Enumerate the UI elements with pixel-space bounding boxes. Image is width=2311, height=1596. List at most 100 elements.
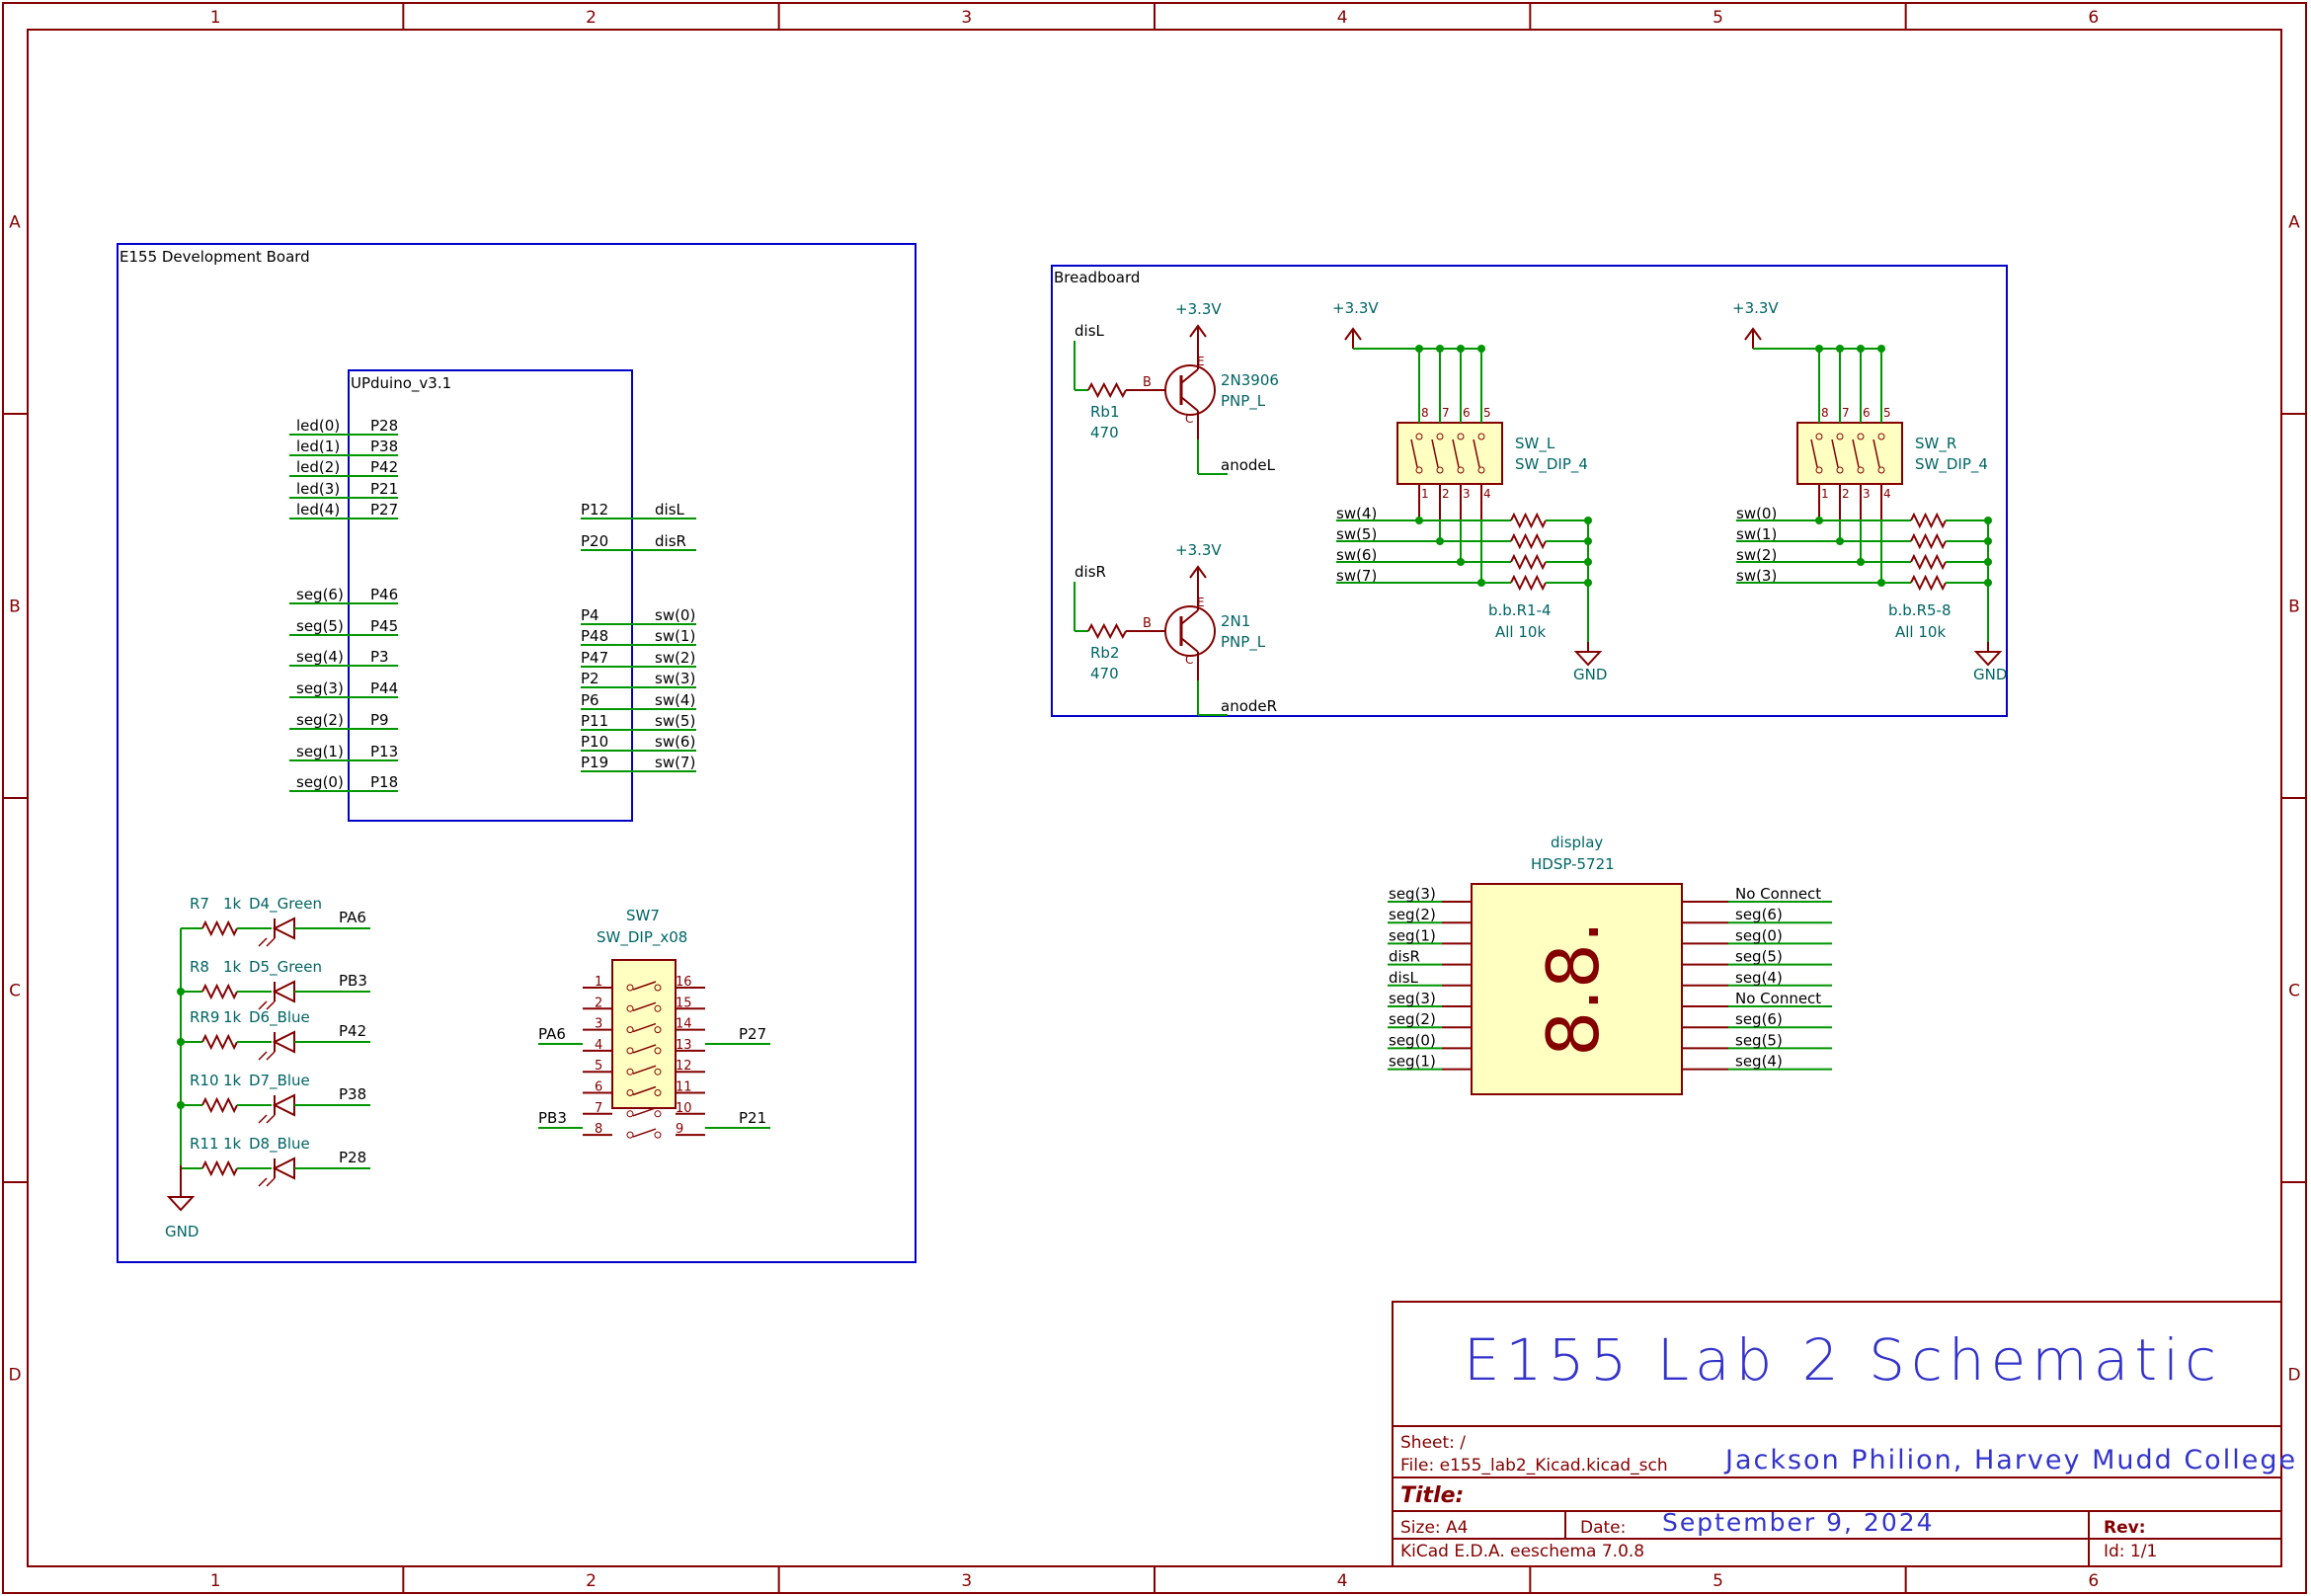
display-left-net: seg(0) (1389, 1031, 1436, 1049)
sw-top-pin-number: 5 (1883, 406, 1891, 420)
upduino-left-net: seg(6) (296, 586, 344, 603)
junction-dot (1457, 558, 1465, 566)
sw-net-label: sw(0) (1736, 505, 1777, 522)
sw7-contact (626, 1047, 634, 1055)
display-body (1471, 883, 1683, 1095)
sw-top-pin-number: 6 (1463, 406, 1471, 420)
sw7-left-pin-number: 2 (595, 996, 602, 1010)
display-left-net: disR (1389, 948, 1420, 966)
sw7-lever (632, 1001, 657, 1012)
sw-lever (1873, 439, 1880, 468)
sw7-contact (654, 1047, 662, 1055)
transistor-name: 2N1 (1221, 612, 1250, 630)
sw7-lever (632, 981, 657, 991)
upduino-left-pins: led(0)P28led(1)P38led(2)P42led(3)P21led(… (289, 417, 398, 792)
base-resistor-ref: Rb2 (1090, 644, 1120, 662)
led-emission-arrow (266, 937, 276, 947)
upduino-left-net: seg(0) (296, 773, 344, 791)
upduino-left-pin: P28 (370, 417, 398, 435)
pulldown-resistor-symbol (1510, 553, 1547, 571)
sw7-right-pin-number: 16 (676, 975, 692, 990)
sw-ref: SW_R (1915, 435, 1956, 453)
display-left-net: seg(2) (1389, 1010, 1436, 1028)
frame-row-label-left: B (9, 598, 21, 617)
upduino-left-pin: P45 (370, 617, 398, 635)
sw7-left-pin-number: 5 (595, 1059, 602, 1074)
sw-contact (1836, 433, 1844, 440)
date-label: Date: (1580, 1518, 1626, 1538)
junction-dot (1477, 345, 1485, 353)
pulldown-resistor-symbol (1910, 532, 1947, 550)
display-right-net: seg(4) (1735, 1053, 1783, 1071)
sw-lever (1452, 439, 1460, 468)
upduino-left-net: seg(2) (296, 711, 344, 729)
sw7-left-pin-number: 3 (595, 1017, 602, 1032)
sw-ref: SW_L (1515, 435, 1555, 453)
led-net-label: PB3 (339, 972, 367, 990)
upduino-left-net: led(1) (296, 438, 340, 455)
frame-col-label-top: 4 (1337, 8, 1348, 28)
power-label: +3.3V (1175, 300, 1222, 318)
upduino-left-pin: P21 (370, 480, 398, 498)
sw-net-label: sw(6) (1336, 546, 1377, 564)
frame-row-label-right: D (2287, 1366, 2300, 1386)
upduino-right-net: sw(4) (655, 691, 695, 709)
upduino-left-net: seg(4) (296, 648, 344, 666)
display-right-net: No Connect (1735, 990, 1821, 1007)
sw-bottom-pin-number: 4 (1483, 487, 1491, 501)
upduino-left-net: led(0) (296, 417, 340, 435)
led-emission-arrow (258, 1000, 268, 1010)
upduino-box (348, 369, 633, 822)
sw-value: SW_DIP_4 (1515, 455, 1588, 474)
sw-net-label: sw(7) (1336, 567, 1377, 585)
upduino-right-net: sw(0) (655, 606, 695, 624)
display-right-net: seg(4) (1735, 969, 1783, 987)
display-right-net: seg(5) (1735, 1031, 1783, 1049)
led-resistor-ref: R11 (190, 1135, 219, 1153)
pulldown-resistor-symbol (1910, 512, 1947, 529)
sw-gnd-symbol (1573, 651, 1603, 667)
dev-board-box (117, 243, 916, 1263)
sw-contact (1815, 466, 1823, 474)
upduino-left-pin: P3 (370, 648, 389, 666)
sw7-left-pin-number: 1 (595, 975, 602, 990)
led-resistor-ref: R7 (190, 895, 209, 913)
sw-contact (1836, 466, 1844, 474)
transistor-collector (1180, 396, 1199, 412)
date-value: September 9, 2024 (1662, 1508, 1935, 1537)
sw-contact (1857, 466, 1865, 474)
sw7-lever (632, 1085, 657, 1096)
sw7-left-pin-number: 6 (595, 1080, 602, 1095)
sw7-right-pin-number: 15 (676, 996, 692, 1010)
upduino-right-pin: P20 (581, 532, 608, 550)
led-resistor-value: 1k (223, 1072, 242, 1089)
sw-resistor-value: All 10k (1495, 623, 1546, 641)
sw-lever (1831, 439, 1839, 468)
led-resistor-value: 1k (223, 1135, 242, 1153)
sw-resistor-ref: b.b.R1-4 (1488, 601, 1552, 619)
junction-dot (1815, 517, 1823, 524)
upduino-left-pin: P9 (370, 711, 389, 729)
junction-dot (1836, 345, 1844, 353)
junction-dot (1477, 579, 1485, 587)
base-resistor-value: 470 (1090, 424, 1119, 441)
sw-contact (1457, 466, 1465, 474)
led-resistor-symbol (201, 1159, 238, 1177)
frame-col-label-top: 5 (1713, 8, 1723, 28)
upduino-right-pin: P11 (581, 712, 608, 730)
transistor-symbol (1164, 364, 1216, 416)
display-ref: display (1551, 834, 1603, 851)
upduino-title: UPduino_v3.1 (351, 374, 451, 393)
transistor-emitter (1180, 609, 1199, 625)
led-emission-arrow (258, 1114, 268, 1124)
sw-contact (1877, 433, 1885, 440)
id-label: Id: 1/1 (2104, 1542, 2157, 1561)
led-net-label: P42 (339, 1022, 366, 1040)
sw7-right-pin-number: 12 (676, 1059, 692, 1074)
sw7-right-pin-number: 13 (676, 1038, 692, 1053)
junction-dot (1436, 345, 1444, 353)
junction-dot (1457, 345, 1465, 353)
frame-col-label-top: 2 (586, 8, 597, 28)
